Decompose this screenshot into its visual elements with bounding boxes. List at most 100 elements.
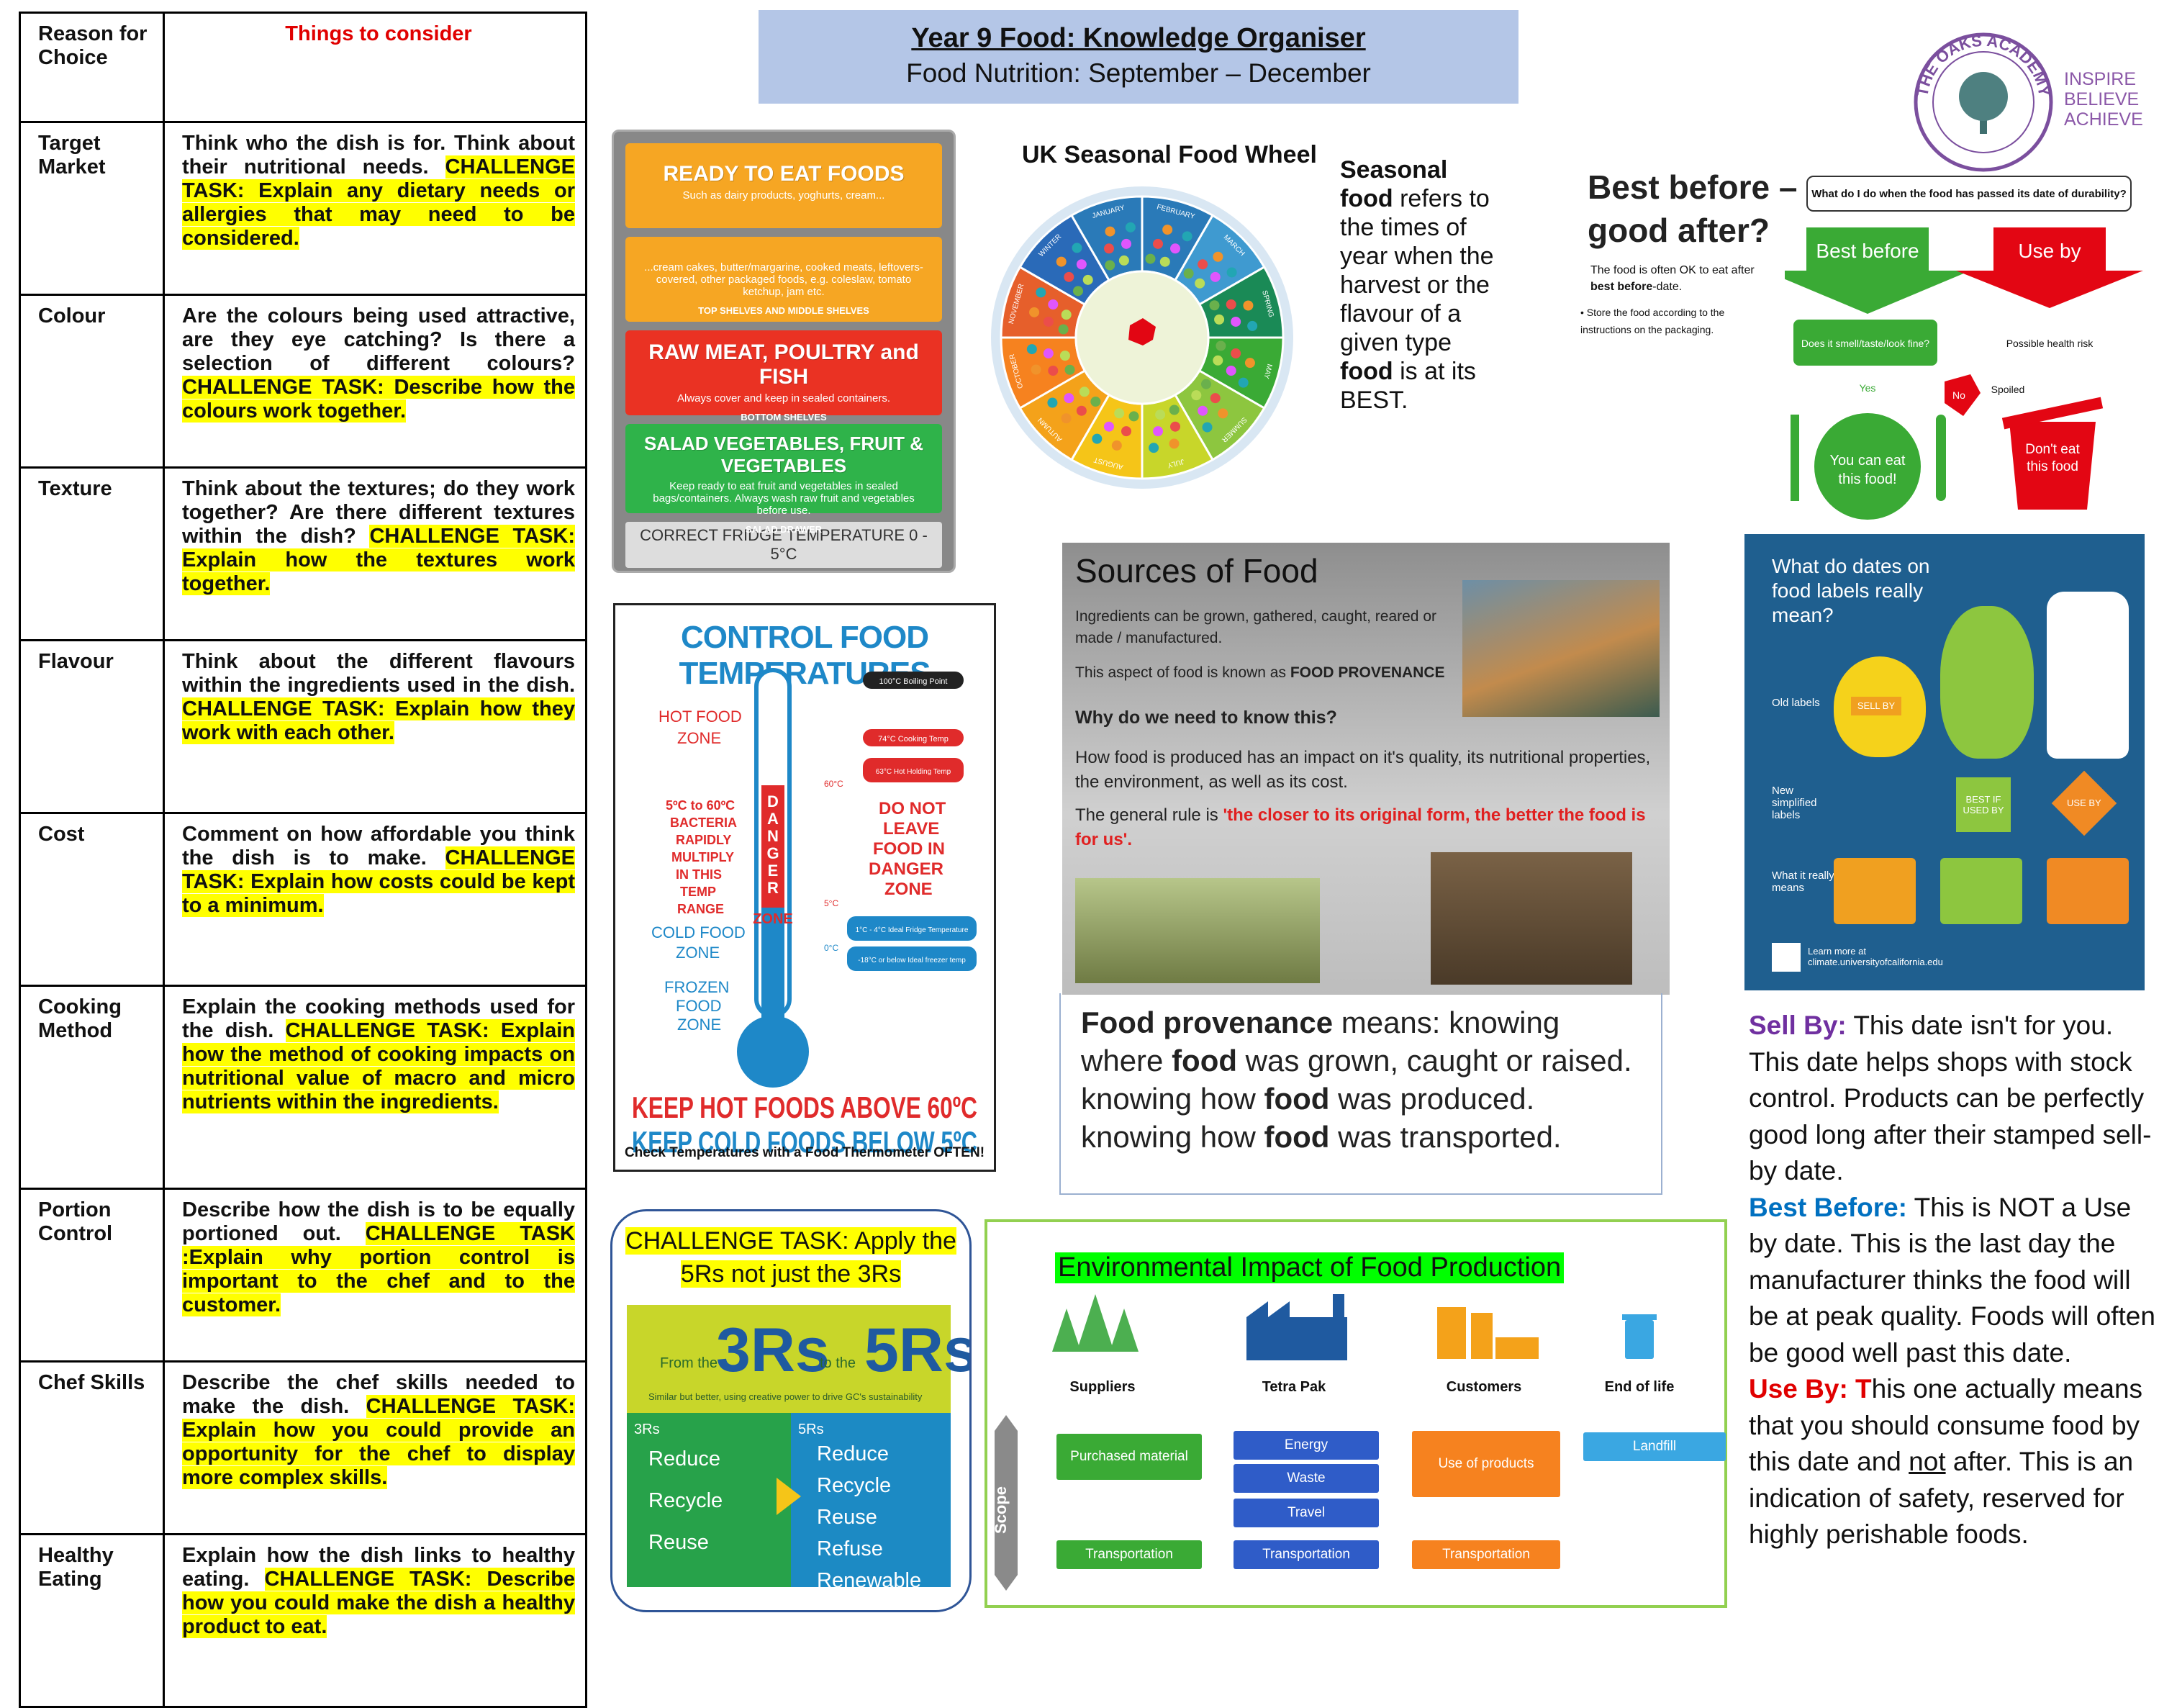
criteria-text: Think about the textures; do they work t… [182,477,575,548]
produce-icon [1128,411,1139,422]
produce-icon [1036,287,1046,298]
plate-icon [1814,413,1921,520]
r-item: Recycle [817,1474,892,1497]
produce-icon [1198,259,1208,270]
danger-letter: G [766,844,779,862]
fork-icon [1791,415,1799,501]
dates-heading: What do dates on food labels really mean… [1772,555,1930,626]
fridge-temperature: CORRECT FRIDGE TEMPERATURE 0 - 5°C [625,522,942,568]
do-not-leave-line4: DANGER [869,859,943,879]
produce-icon [1125,222,1136,232]
produce-icon [1153,426,1164,437]
produce-icon [1111,440,1122,451]
criteria-text: Think about the different flavours withi… [182,650,575,697]
criteria-detail: Describe how the dish is to be equally p… [163,1188,587,1363]
fridge-shelf-middle: ...cream cakes, butter/margarine, cooked… [625,237,942,322]
cold-zone-line1: COLD FOOD [651,923,746,941]
trees-icon [1052,1294,1139,1352]
page-subtitle: Food Nutrition: September – December [906,58,1371,88]
sell-by-meaning [1834,858,1916,924]
best-before-label: Best before [1816,240,1919,262]
zone-word: ZONE [753,911,793,927]
use-by-label: Use by [2018,240,2081,262]
produce-icon [1082,274,1093,285]
keep-hot: KEEP HOT FOODS ABOVE 60ºC [632,1090,977,1124]
produce-icon [1064,271,1074,282]
produce-icon [1226,267,1237,278]
thermometer-diagram: 100°C Boiling Point 74°C Cooking Temp 63… [632,668,977,1159]
produce-icon [1121,238,1131,249]
note-bold: best before [1590,281,1653,293]
fridge-shelf-raw: RAW MEAT, POULTRY and FISH Always cover … [625,330,942,423]
rule-prefix: The general rule is [1075,805,1223,825]
criteria-text: Describe how the dish is to be equally p… [182,1198,575,1245]
shelf-name: READY TO EAT FOODS [663,162,905,186]
criteria-text: Describe the chef skills needed to make … [182,1371,575,1418]
trash-can-icon [1622,1314,1657,1359]
danger-letter: A [767,810,779,828]
sources-why: Why do we need to know this? [1075,708,1337,728]
from-text: From the [660,1355,718,1371]
three-rs: 3Rs [716,1316,830,1385]
r-item: Reduce [648,1447,720,1470]
tetra-pak-label: Tetra Pak [1262,1379,1326,1395]
seasonal-definition: Seasonal food refers to the times of yea… [1340,155,1498,415]
landfill-box: Landfill [1583,1432,1726,1461]
rs-banner: From the 3Rs to the 5Rs Similar but bett… [627,1305,969,1413]
criteria-name: Cost [19,812,165,987]
date-labels-explanation: Sell By: This date isn't for you. This d… [1749,1008,2159,1553]
rule-quote: 'the closer to its original form, the be… [1075,805,1646,849]
produce-icon [1048,366,1059,376]
customer-transport-box: Transportation [1412,1540,1560,1569]
tetra-transport-box: Transportation [1234,1540,1379,1569]
danger-letter: E [768,862,779,880]
produce-icon [1216,340,1226,351]
produce-icon [1210,271,1221,282]
criteria-text: Comment on how affordable you think the … [182,823,575,869]
holding-temp: 63°C Hot Holding Temp [876,768,951,776]
can-eat-line1: You can eat [1830,453,1906,469]
produce-icon [1047,397,1058,408]
produce-icon [1114,408,1125,419]
danger-letter: R [767,879,779,897]
produce-icon [1079,387,1090,397]
no-arrow [1945,374,1981,416]
prov-text: was grown, caught or raised. knowing how [1081,1044,1632,1116]
challenge-text-highlight: CHALLENGE TASK: Apply the 5Rs not just t… [625,1227,956,1288]
produce-icon [1226,299,1236,309]
best-before-note: The food is often OK to eat after best b… [1590,262,1756,295]
prov-text: was produced. knowing how [1081,1082,1535,1154]
produce-icon [1061,309,1072,320]
criteria-detail: Think who the dish is for. Think about t… [163,121,587,296]
academy-logo: THE OAKS ACADEMY [1913,32,2054,172]
frozen-zone-line3: ZONE [677,1016,721,1034]
shelf-sub: Such as dairy products, yoghurts, cream.… [682,189,885,202]
produce-icon [1076,259,1087,270]
frozen-zone-line2: FOOD [676,997,722,1015]
purchased-material-box: Purchased material [1056,1434,1202,1480]
produce-icon [1118,255,1129,266]
tagline: Similar but better, using creative power… [648,1391,923,1402]
challenge-text: CHALLENGE TASK: Apply the 5Rs not just t… [612,1224,969,1291]
environment-icons: Scope [992,1294,1657,1591]
criteria-name: Cooking Method [19,985,165,1190]
date-labels-infographic: What do dates on food labels really mean… [1744,534,2145,990]
sources-how: How food is produced has an impact on it… [1075,748,1651,792]
sources-intro: Ingredients can be grown, gathered, caug… [1075,608,1436,646]
bin-lid-icon [2001,397,2104,430]
produce-icon [1238,377,1249,388]
produce-icon [1064,364,1075,375]
keep-cold: KEEP COLD FOODS BELOW 5ºC [632,1125,977,1159]
r-item: Reuse [648,1531,709,1554]
wheel-month-label: MAY [1262,363,1273,379]
food-word: food [1340,358,1393,385]
spoiled-label: Spoiled [1991,384,2025,395]
hot-zone-line2: ZONE [677,729,721,747]
prov-text: was transported. [1329,1120,1562,1154]
new-labels-caption: New simplified labels [1772,785,1817,821]
seasonal-body: refers to the times of year when the har… [1340,185,1494,356]
